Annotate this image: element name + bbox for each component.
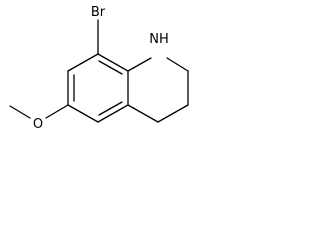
- amine-label: NH: [149, 32, 169, 47]
- benzene-ring: [67, 53, 129, 123]
- bond-n1-c2: [166, 57, 189, 72]
- tetrahydro-ring: [127, 57, 189, 123]
- bromine-label: Br: [91, 5, 106, 20]
- bond-c8-c8a: [97, 53, 129, 72]
- bond-c3-c4: [157, 104, 189, 123]
- oxygen-label: O: [33, 117, 43, 132]
- bond-c4-c4a: [127, 104, 159, 123]
- double-bond-c8-c8a: [98, 60, 123, 75]
- structure-diagram: Br NH O: [9, 5, 189, 132]
- substituents: [9, 19, 99, 119]
- bond-c7-c8: [67, 53, 99, 72]
- bond-c4a-c5: [97, 104, 129, 123]
- double-bond-c4a-c5: [98, 101, 123, 116]
- bond-c6-o: [45, 104, 69, 119]
- bond-o-ch3: [9, 105, 31, 119]
- bond-c8a-n1: [127, 57, 152, 72]
- bond-c5-c6: [67, 104, 99, 123]
